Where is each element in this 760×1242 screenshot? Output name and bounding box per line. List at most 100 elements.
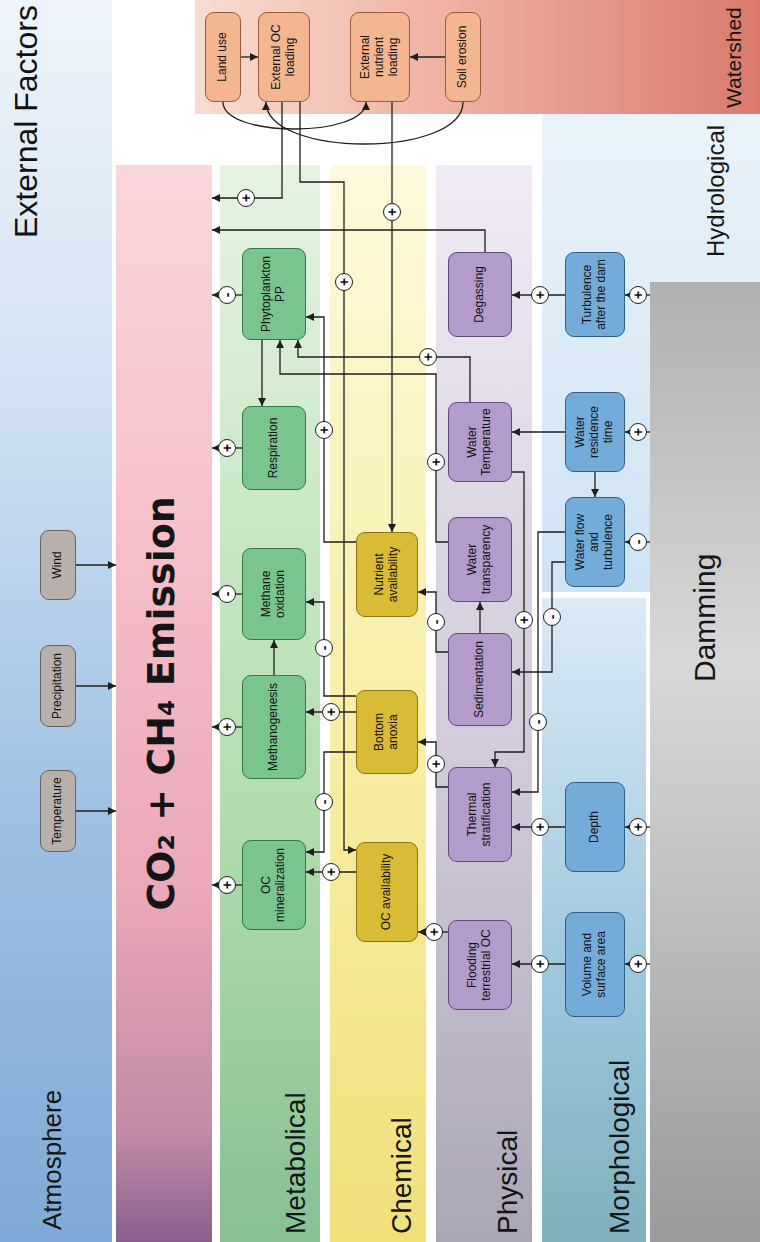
box-label: Soil erosion <box>456 18 470 96</box>
sign-circle: + <box>531 286 549 304</box>
band-title: Hydrological <box>702 125 730 257</box>
sign-circle: + <box>237 189 255 207</box>
sign-circle: + <box>531 955 549 973</box>
box-label: Land use <box>216 18 230 96</box>
sign-text: + <box>421 353 435 361</box>
sign-text: + <box>533 291 547 299</box>
layer-band: MorphologicalVolume and surface areaDept… <box>542 598 646 1242</box>
connector-arrow <box>266 102 463 144</box>
process-box: Respiration <box>242 406 306 490</box>
sign-text: + <box>317 426 331 434</box>
box-label: Water transparency <box>466 523 494 596</box>
process-box: Degassing <box>448 252 512 337</box>
process-box: Precipitation <box>40 645 76 727</box>
sign-circle: + <box>335 273 353 291</box>
process-box: Nutrient availability <box>356 532 418 617</box>
process-box: Phytoplankton PP <box>242 248 306 340</box>
sign-text: - <box>631 540 645 545</box>
sign-text: - <box>220 293 234 298</box>
sign-circle: + <box>515 611 533 629</box>
box-label: Temperature <box>51 776 65 846</box>
sign-text: + <box>533 960 547 968</box>
box-label: OC mineralization <box>260 846 288 924</box>
process-box: Flooding terrestrial OC <box>448 920 512 1010</box>
sign-text: - <box>220 592 234 597</box>
box-label: Methanogenesis <box>267 681 281 773</box>
process-box: OC availability <box>356 842 418 942</box>
band-background <box>650 282 760 1242</box>
connector-arrow <box>418 592 448 652</box>
sign-text: + <box>533 823 547 831</box>
sign-circle: + <box>629 423 647 441</box>
box-label: Water flow and turbulence <box>574 503 615 581</box>
connector-arrow <box>76 810 116 811</box>
band-title: CO₂ + CH₄ Emission <box>140 165 184 1242</box>
connector-arrow <box>418 742 448 787</box>
sign-circle: + <box>218 876 236 894</box>
box-label: Nutrient availability <box>373 538 401 611</box>
layer-band: Metabolical OC mineralization Methanogenes… <box>220 165 320 1242</box>
sign-text: + <box>429 760 443 768</box>
layer-band: Watershed Land use External OC loading Exte… <box>195 0 760 114</box>
process-box: Bottom anoxia <box>356 690 418 774</box>
box-label: Phytoplankton PP <box>260 254 288 334</box>
connector-arrow <box>512 431 565 432</box>
sign-circle: + <box>218 718 236 736</box>
layer-band: PhysicalFlooding terrestrial OCThermal s… <box>436 165 532 1242</box>
process-box: External OC loading <box>258 12 310 102</box>
box-label: Bottom anoxia <box>373 696 401 768</box>
sign-circle: - <box>529 713 547 731</box>
connector-arrow <box>298 340 470 402</box>
box-label: Volume and surface area <box>581 918 609 1011</box>
sign-circle: - <box>427 613 445 631</box>
process-box: Water Temperature <box>448 402 512 482</box>
sign-circle: + <box>322 863 340 881</box>
sign-text: - <box>317 646 331 651</box>
sign-text: + <box>427 928 441 936</box>
process-box: Water residence time <box>565 392 625 472</box>
connector-arrow <box>306 752 356 852</box>
sign-circle: + <box>629 818 647 836</box>
process-box: Soil erosion <box>445 12 481 102</box>
connector-arrow <box>241 56 258 57</box>
box-label: Sedimentation <box>473 639 487 720</box>
band-title: Watershed <box>722 7 746 108</box>
process-box: Water flow and turbulence <box>565 497 625 587</box>
sign-circle: - <box>218 286 236 304</box>
box-label: External nutrient loading <box>359 18 400 96</box>
sign-text: - <box>429 620 443 625</box>
connector-arrow <box>479 602 480 633</box>
sign-circle: + <box>427 755 445 773</box>
sign-circle: - <box>543 608 561 626</box>
sign-text: + <box>337 278 351 286</box>
connector-arrow <box>306 317 356 542</box>
sign-text: + <box>324 708 338 716</box>
sign-circle: - <box>315 793 333 811</box>
sign-circle: - <box>315 639 333 657</box>
sign-circle: + <box>629 955 647 973</box>
band-title: Atmosphere <box>38 1090 68 1230</box>
connector-arrow <box>76 564 116 565</box>
process-box: Methane oxidation <box>242 548 306 640</box>
box-label: Water residence time <box>574 398 615 466</box>
box-label: Thermal stratification <box>466 773 494 856</box>
sign-text: + <box>631 960 645 968</box>
connector-arrow <box>273 640 274 675</box>
process-box: Turbulence after the dam <box>565 252 625 337</box>
box-label: Wind <box>51 536 65 594</box>
connector-arrow <box>594 472 595 497</box>
sign-text: - <box>317 800 331 805</box>
sign-text: + <box>429 458 443 466</box>
process-box: Depth <box>565 782 625 872</box>
sign-circle: + <box>629 286 647 304</box>
sign-text: + <box>631 291 645 299</box>
box-label: Depth <box>588 788 602 866</box>
process-box: Temperature <box>40 770 76 852</box>
band-title: Metabolical <box>280 1092 312 1234</box>
connector-arrow <box>212 102 282 198</box>
sign-circle: + <box>218 439 236 457</box>
